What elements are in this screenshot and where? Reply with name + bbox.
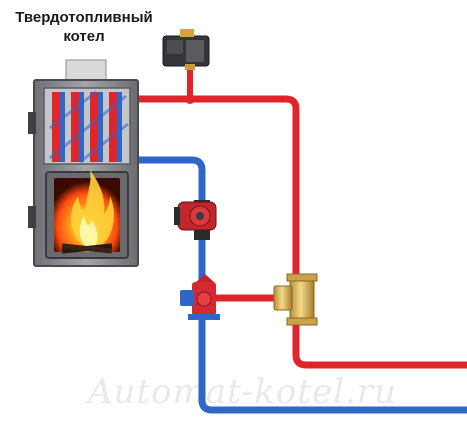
- boiler: [28, 59, 139, 267]
- pipe-network: [130, 66, 467, 414]
- three-way-valve-icon: [180, 274, 220, 320]
- boiler-title-line1: Твердотопливный: [15, 9, 153, 26]
- firewood-logs: [61, 243, 113, 254]
- flame-icon: [71, 170, 114, 248]
- heat-exchanger-tubes: [49, 90, 129, 164]
- circulation-pump-icon: [174, 200, 217, 240]
- boiler-side-handle-bottom: [28, 206, 36, 228]
- hot-supply-pipe: [130, 95, 467, 369]
- boiler-title-line2: котел: [63, 28, 105, 45]
- boiler-title: Твердотопливный котел: [8, 8, 160, 46]
- pressure-switch-icon: [162, 29, 210, 70]
- boiler-side-handle-top: [28, 112, 36, 134]
- watermark-text: Automat-kotel.ru: [88, 372, 397, 412]
- boiler-top-hatch: [65, 59, 107, 83]
- sediment-filter-icon: [273, 273, 318, 326]
- hot-pipe-tee: [185, 94, 195, 104]
